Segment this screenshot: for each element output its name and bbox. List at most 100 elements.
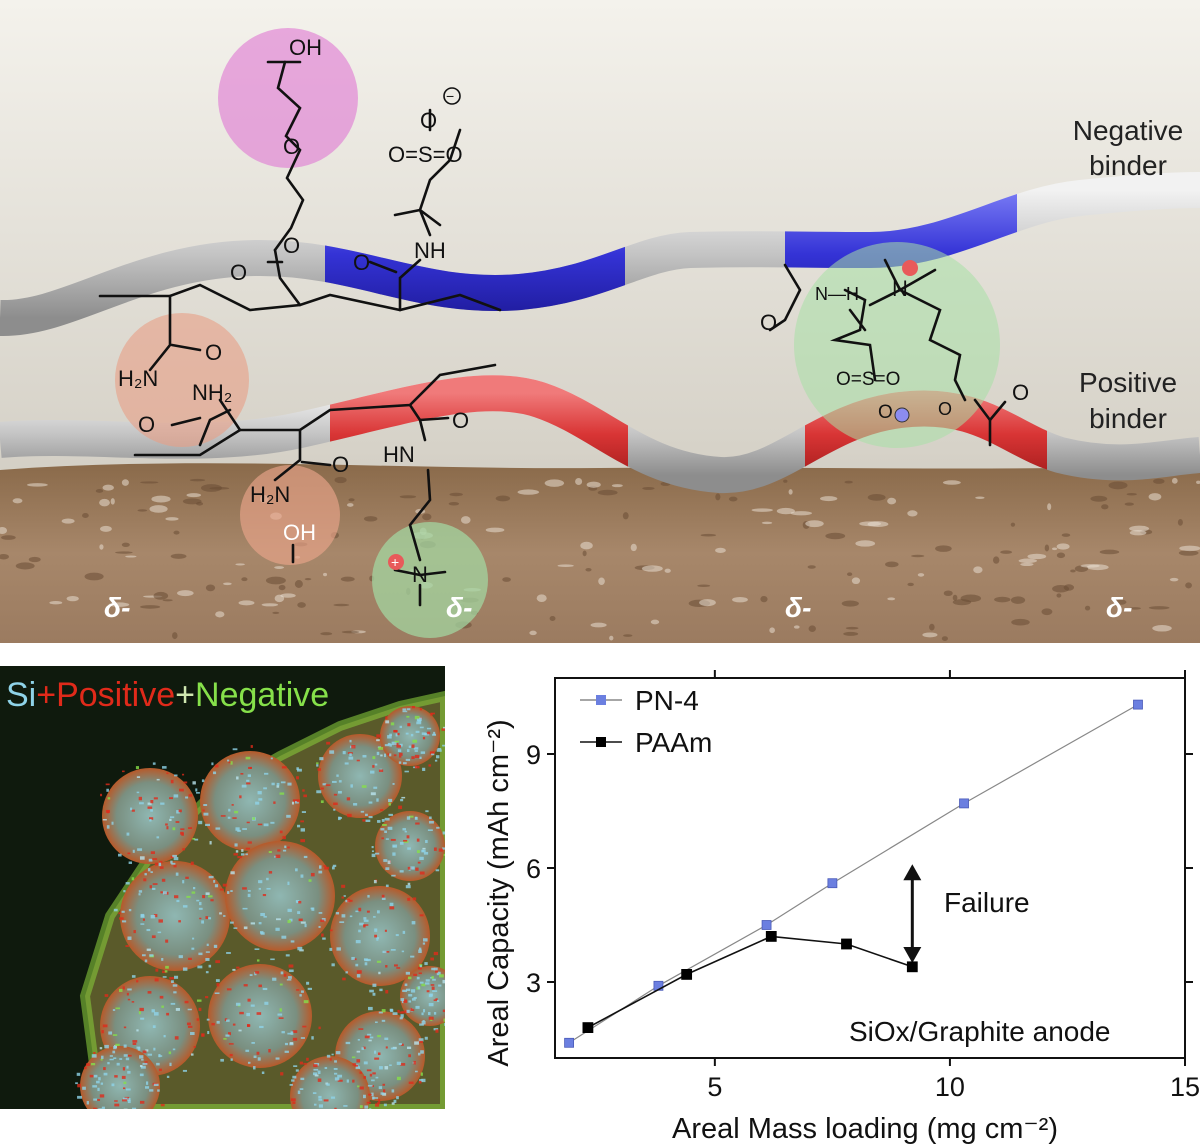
- element-map-dot: [333, 1067, 338, 1070]
- element-map-dot: [413, 1060, 416, 1065]
- element-map-dot: [424, 962, 428, 966]
- element-map-dot: [377, 1035, 381, 1038]
- element-map-dot: [166, 1012, 170, 1016]
- element-map-dot: [153, 914, 158, 918]
- element-map-dot: [245, 756, 251, 760]
- element-map-dot: [234, 843, 238, 847]
- element-map-dot: [132, 1107, 137, 1109]
- surface-particle: [929, 623, 935, 631]
- element-map-dot: [201, 1033, 204, 1037]
- element-map-dot: [162, 976, 167, 978]
- element-map-dot: [279, 983, 283, 986]
- surface-particle: [82, 512, 89, 519]
- element-map-dot: [253, 1055, 257, 1058]
- element-map-dot: [359, 1105, 363, 1109]
- element-map-dot: [250, 745, 253, 748]
- element-map-dot: [304, 923, 307, 928]
- element-map-dot: [139, 1055, 144, 1059]
- surface-particle: [1010, 522, 1016, 527]
- element-map-dot: [271, 782, 275, 786]
- element-map-dot: [418, 949, 422, 954]
- element-map-dot: [408, 745, 412, 748]
- element-map-dot: [104, 994, 109, 997]
- element-map-dot: [258, 798, 263, 801]
- surface-particle: [1099, 549, 1120, 555]
- element-map-dot: [397, 1009, 400, 1013]
- element-map-dot: [318, 1104, 324, 1108]
- element-map-dot: [212, 771, 217, 775]
- surface-particle: [808, 625, 816, 632]
- binder-scheme: OH O O O NH O O O=S=O − O H₂N NH₂ O O H₂…: [0, 0, 1200, 643]
- element-map-dot: [242, 887, 247, 890]
- element-map-dot: [431, 967, 435, 971]
- element-map-dot: [182, 773, 185, 776]
- surface-particle: [172, 632, 178, 640]
- element-map-dot: [407, 749, 410, 753]
- element-map-dot: [213, 944, 218, 948]
- delta-minus-label-2: δ-: [446, 592, 472, 623]
- surface-particle: [115, 551, 133, 554]
- surface-particle: [590, 622, 607, 628]
- element-map-dot: [406, 835, 410, 839]
- element-map-dot: [201, 920, 204, 924]
- element-map-dot: [435, 969, 438, 973]
- element-map-dot: [364, 1035, 370, 1039]
- element-map-dot: [127, 988, 132, 991]
- element-map-dot: [196, 791, 200, 794]
- surface-particle: [1129, 607, 1141, 610]
- element-map-dot: [247, 998, 251, 1002]
- element-map-dot: [255, 801, 260, 805]
- surface-particle: [885, 561, 899, 568]
- chem-amide2-o: O: [138, 412, 155, 437]
- data-point-paam: [906, 961, 918, 973]
- surface-particle: [732, 597, 748, 603]
- element-map-dot: [355, 963, 359, 967]
- element-map-dot: [243, 926, 248, 930]
- element-map-dot: [420, 1050, 424, 1054]
- surface-particle: [100, 525, 112, 532]
- element-map-dot: [405, 885, 411, 889]
- element-map-dot: [402, 710, 408, 713]
- element-map-dot: [427, 829, 433, 831]
- element-map-dot: [152, 858, 158, 860]
- label-si: Si: [6, 676, 36, 714]
- element-map-dot: [292, 799, 298, 802]
- element-map-dot: [199, 901, 202, 906]
- element-map-dot: [416, 976, 420, 980]
- element-map-dot: [419, 707, 423, 711]
- element-map-dot: [318, 1095, 322, 1099]
- surface-particle: [1148, 606, 1170, 610]
- element-map-dot: [373, 1097, 379, 1099]
- element-map-dot: [139, 1007, 144, 1012]
- element-map-dot: [258, 922, 262, 925]
- element-map-dot: [262, 987, 268, 991]
- surface-particle: [399, 495, 417, 499]
- element-map-dot: [282, 836, 286, 840]
- element-map-dot: [156, 778, 160, 781]
- element-map-dot: [277, 1013, 283, 1016]
- data-point-paam: [582, 1022, 594, 1034]
- chem-hn-positive: HN: [383, 442, 415, 467]
- element-map-dot: [369, 1108, 372, 1109]
- element-map-dot: [187, 1008, 192, 1011]
- element-map-dot: [226, 988, 232, 991]
- surface-particle: [1153, 478, 1165, 484]
- element-map-dot: [374, 934, 377, 938]
- element-map-dot: [246, 779, 250, 782]
- element-map-dot: [106, 788, 109, 792]
- surface-particle: [1056, 593, 1062, 598]
- element-map-dot: [247, 890, 251, 892]
- element-map-dot: [220, 815, 226, 817]
- element-map-dot: [323, 865, 327, 867]
- surface-particle: [502, 577, 511, 582]
- element-map-dot: [387, 826, 393, 830]
- element-map-dot: [127, 852, 131, 855]
- element-map-dot: [162, 891, 167, 895]
- label-plus-1: +: [36, 676, 56, 714]
- element-map-dot: [396, 1061, 402, 1065]
- element-map-dot: [296, 824, 301, 828]
- element-map-dot: [341, 884, 346, 888]
- element-map-dot: [351, 956, 355, 960]
- surface-particle: [517, 489, 540, 495]
- element-map-dot: [107, 1062, 110, 1065]
